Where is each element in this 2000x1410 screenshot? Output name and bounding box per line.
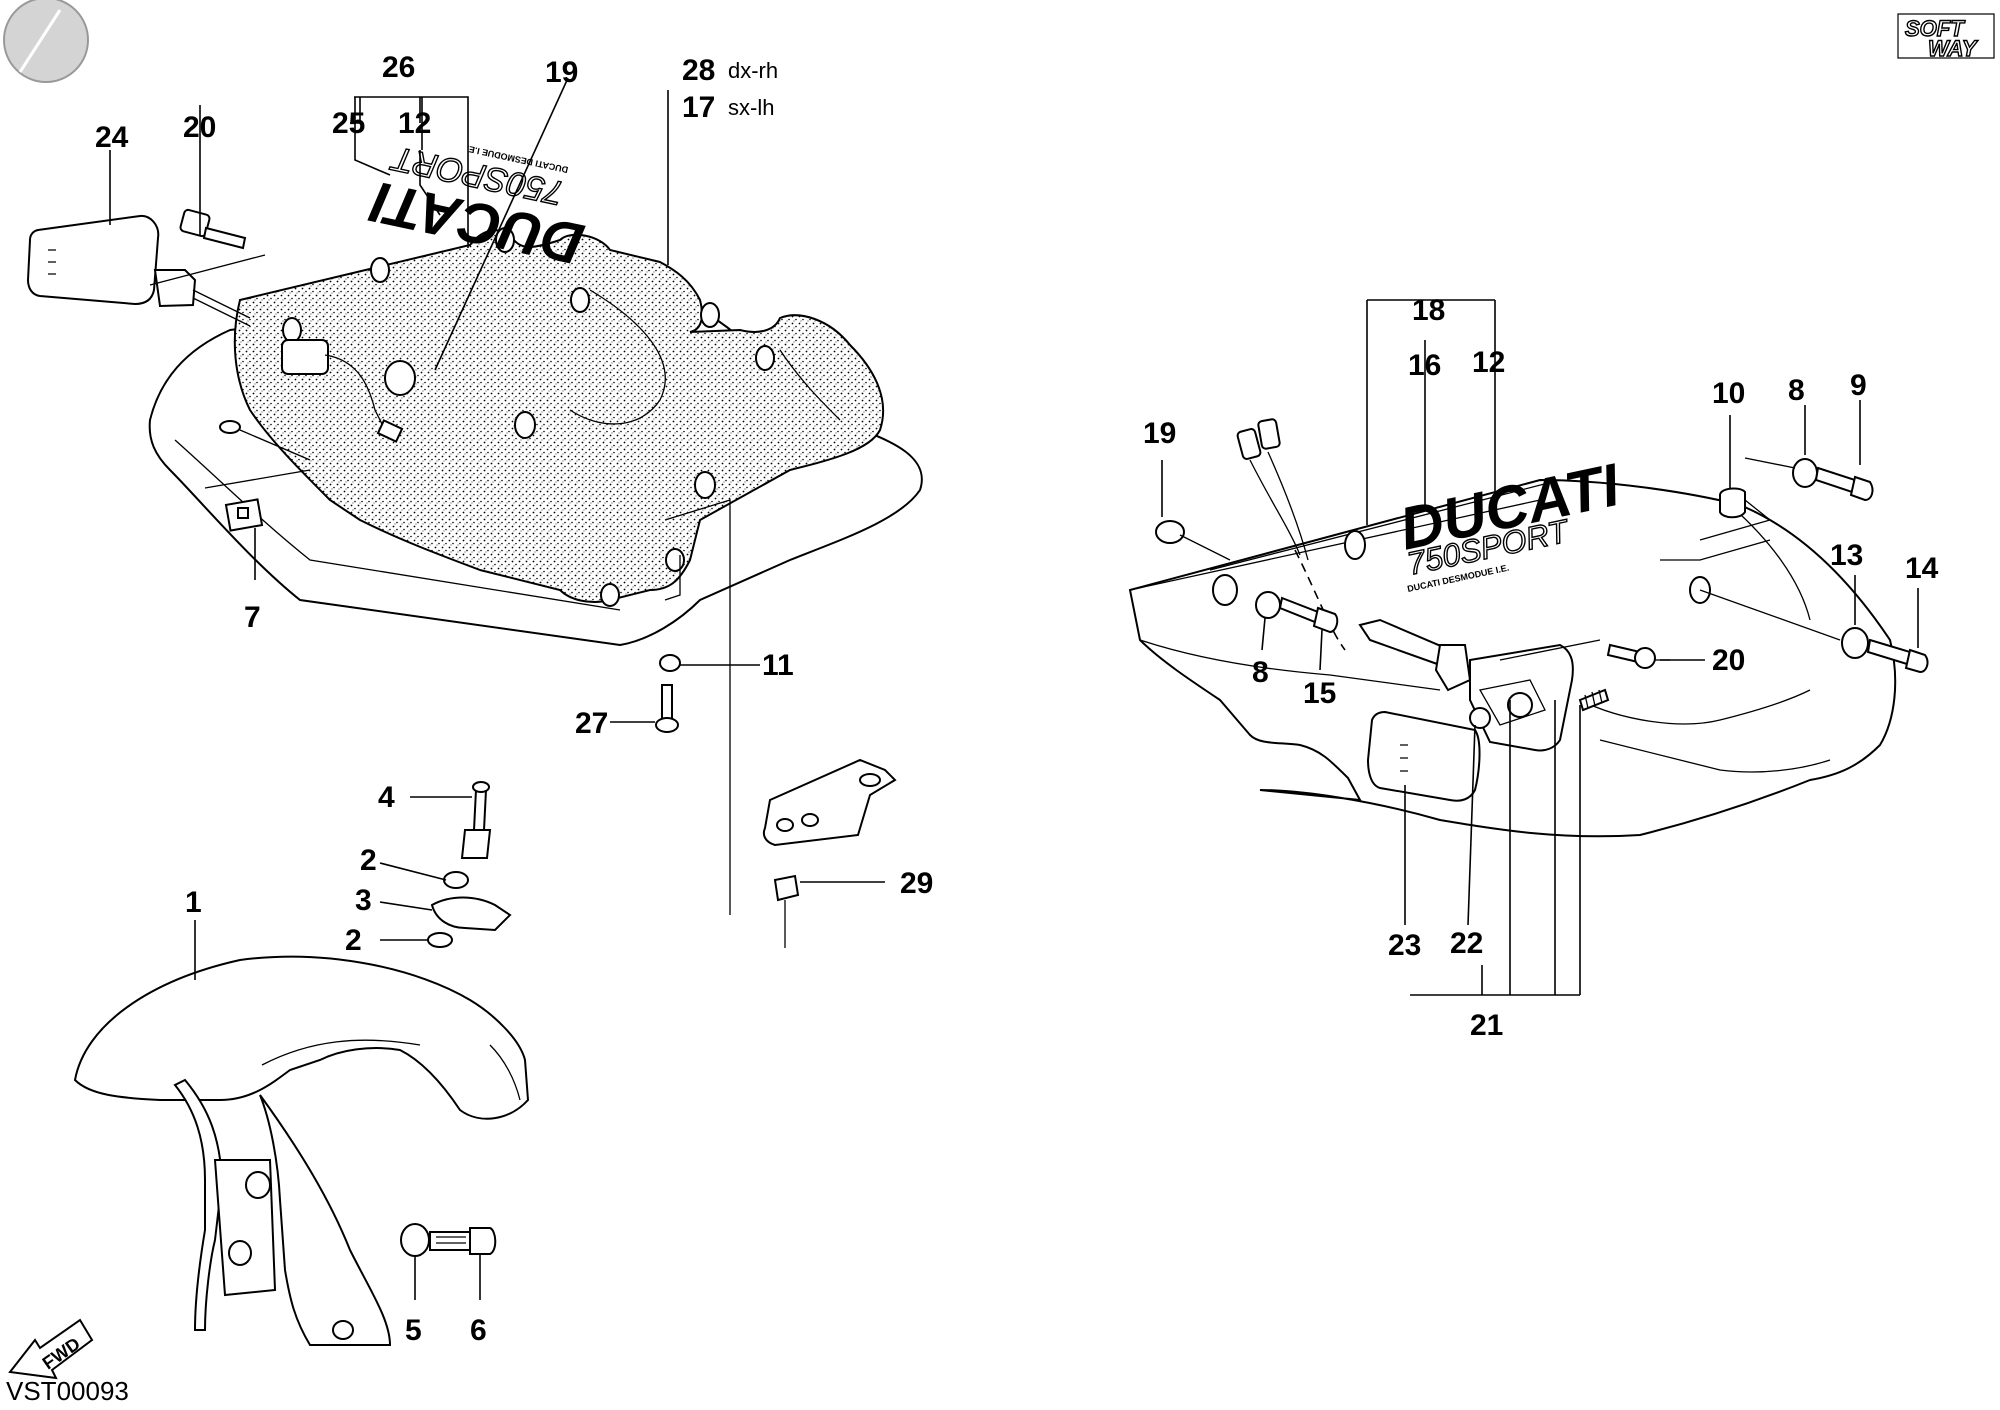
bolt-20-right — [1606, 643, 1670, 669]
callout-8-left: 8 — [1252, 656, 1269, 689]
callout-5: 5 — [405, 1314, 422, 1347]
label-sx-lh: sx-lh — [728, 95, 774, 120]
callout-20-left: 20 — [183, 111, 216, 144]
fastener-5-6 — [400, 1223, 497, 1257]
callout-11: 11 — [762, 649, 794, 682]
drawing-code: VST00093 — [6, 1376, 129, 1406]
callout-23: 23 — [1388, 929, 1421, 962]
callout-21: 21 — [1470, 1009, 1503, 1042]
callout-15: 15 — [1303, 677, 1336, 710]
softway-logo: SOFT WAY — [1897, 13, 1995, 62]
decal-left: DUCATI 750SPORT DUCATI DESMODUE I.E. — [364, 138, 589, 277]
logo-line2: WAY — [1928, 36, 1979, 61]
callout-9: 9 — [1850, 369, 1867, 402]
washer-11 — [659, 654, 681, 672]
callout-13: 13 — [1830, 539, 1863, 572]
turn-signal-24 — [26, 214, 251, 327]
fastener-8-15 — [1255, 591, 1339, 634]
callout-14: 14 — [1905, 552, 1939, 585]
callout-20-right: 20 — [1712, 644, 1745, 677]
callout-28: 28 — [682, 54, 715, 87]
callout-2-lower: 2 — [345, 924, 362, 957]
callout-7: 7 — [244, 601, 261, 634]
wiring-right — [1155, 418, 1309, 561]
leader-lines — [109, 77, 1919, 1300]
fastener-stack-2-4 — [427, 781, 512, 948]
callout-19-right: 19 — [1143, 417, 1176, 450]
callout-8-right: 8 — [1788, 374, 1805, 407]
callout-numbers: 26 25 12 19 28 dx-rh 17 sx-lh 20 24 7 11… — [95, 51, 1939, 1347]
turn-signal-21 — [1358, 618, 1610, 802]
callout-6: 6 — [470, 1314, 487, 1347]
callout-16: 16 — [1408, 349, 1441, 382]
screw-27 — [655, 684, 679, 733]
callout-25: 25 — [332, 107, 365, 140]
callout-27: 27 — [575, 707, 608, 740]
callout-12-left: 12 — [398, 107, 431, 140]
logo-line1: SOFT — [1905, 16, 1965, 41]
undertray — [233, 229, 885, 603]
callout-10: 10 — [1712, 377, 1745, 410]
front-mudguard-1 — [73, 955, 530, 1346]
callout-1: 1 — [185, 886, 202, 919]
callout-18: 18 — [1412, 294, 1445, 327]
fastener-13-14 — [1699, 589, 1929, 674]
callout-12-right: 12 — [1472, 346, 1505, 379]
callout-19-left: 19 — [545, 56, 578, 89]
callout-17: 17 — [682, 91, 715, 124]
callout-4: 4 — [378, 781, 395, 814]
callout-24: 24 — [95, 121, 129, 154]
fastener-8-9-10 — [1699, 457, 1874, 541]
callout-26: 26 — [382, 51, 415, 84]
callout-29: 29 — [900, 867, 933, 900]
corner-mark-icon — [3, 0, 89, 83]
label-dx-rh: dx-rh — [728, 58, 778, 83]
bracket-29 — [762, 758, 897, 948]
callout-3: 3 — [355, 884, 372, 917]
bolt-20-left — [149, 208, 266, 286]
fwd-arrow-icon: FWD — [8, 1318, 94, 1380]
tail-assembly-left — [148, 227, 923, 915]
callout-2-upper: 2 — [360, 844, 377, 877]
callout-22: 22 — [1450, 927, 1483, 960]
